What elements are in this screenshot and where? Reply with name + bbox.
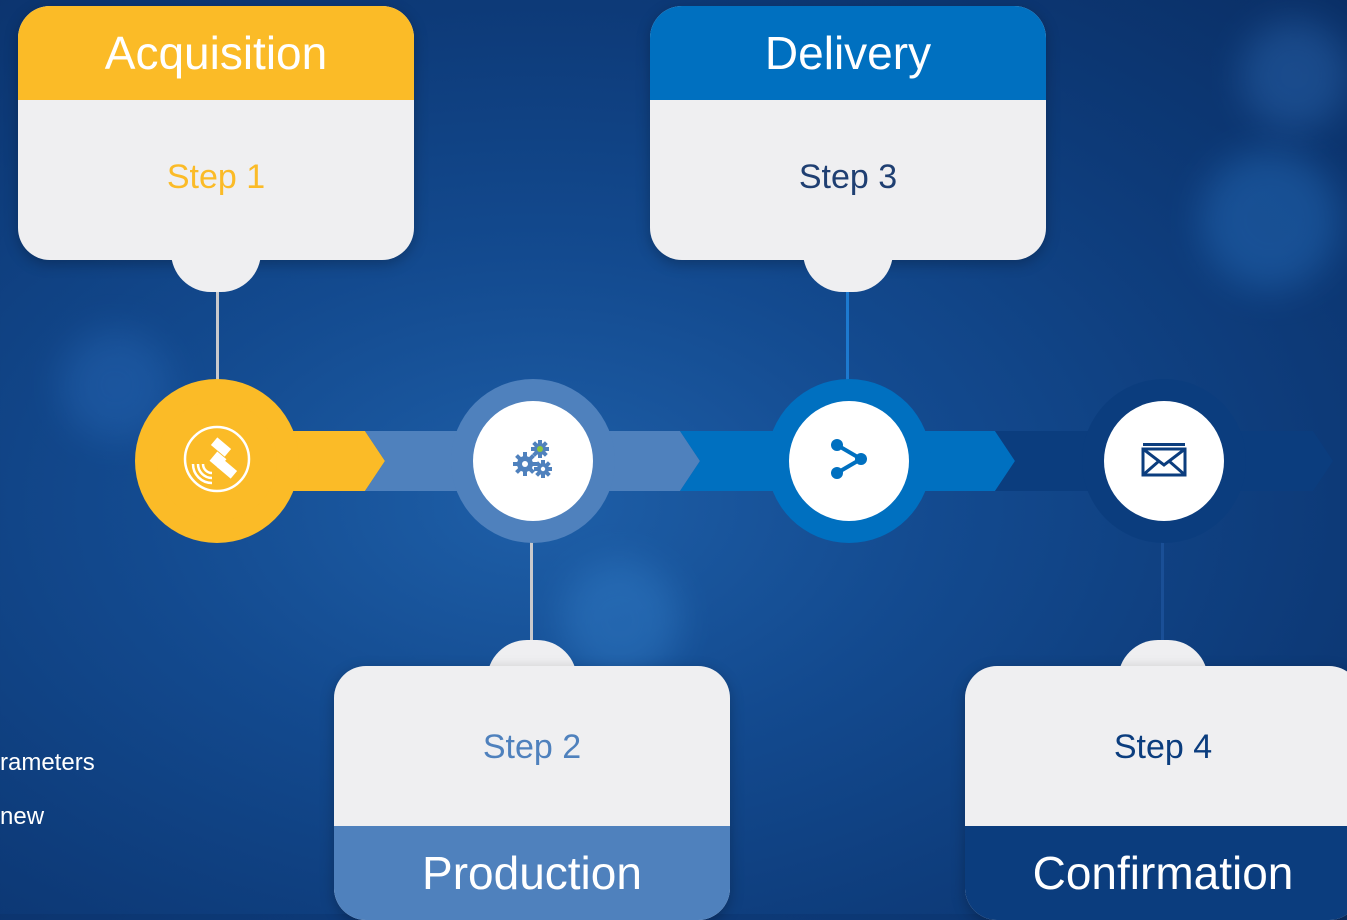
step-node-2 [451, 379, 615, 543]
step-card-confirmation: Step 4 Confirmation [965, 666, 1347, 920]
connector-2 [530, 538, 533, 648]
step-card-acquisition: Acquisition Step 1 [18, 6, 414, 260]
connector-3 [846, 280, 849, 385]
card-step-label: Step 2 [482, 728, 582, 766]
card-title: Confirmation [965, 826, 1347, 920]
satellite-icon [182, 424, 252, 499]
step-node-4 [1082, 379, 1246, 543]
card-step-label: Step 3 [798, 158, 898, 196]
card-step-label: Step 4 [1113, 728, 1213, 766]
step-card-production: Step 2 Production [334, 666, 730, 920]
card-title: Delivery [650, 6, 1046, 100]
share-icon [827, 437, 871, 486]
gears-icon [511, 437, 555, 486]
step-node-3 [767, 379, 931, 543]
connector-4 [1161, 538, 1164, 648]
side-text-line-1: rameters [0, 749, 95, 776]
connector-1 [216, 280, 219, 385]
step-card-delivery: Delivery Step 3 [650, 6, 1046, 260]
card-title: Production [334, 826, 730, 920]
card-step-label: Step 1 [166, 158, 266, 196]
step-node-1 [135, 379, 299, 543]
card-title: Acquisition [18, 6, 414, 100]
side-text-line-2: new [0, 803, 45, 830]
envelope-icon [1140, 441, 1188, 482]
